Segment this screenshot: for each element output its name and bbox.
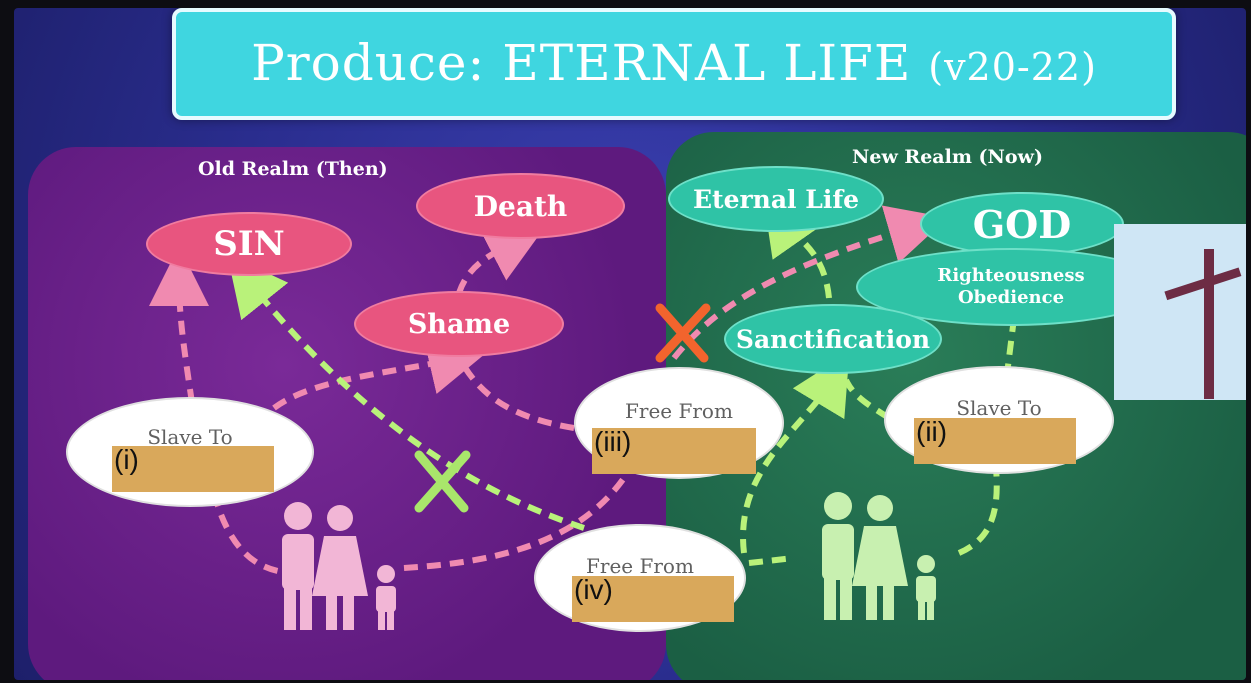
node-death-label: Death	[473, 189, 568, 223]
node-eternal-life: Eternal Life	[668, 166, 884, 232]
node-eternal-life-label: Eternal Life	[693, 184, 859, 214]
arrow-shame-to-death	[456, 226, 546, 295]
arrow-family-to-slave-right	[957, 467, 1000, 556]
blank-ii-label: (ii)	[916, 416, 948, 447]
cross-image	[1114, 224, 1246, 400]
blank-iii: (iii)	[592, 426, 756, 474]
arrow-slave-to-righteous	[1001, 317, 1017, 399]
title-ref: (v20-22)	[928, 45, 1097, 89]
bubble-slave-right-text: Slave To	[956, 396, 1042, 420]
node-shame-label: Shame	[407, 308, 511, 340]
node-sanctification-label: Sanctification	[735, 324, 931, 354]
blank-iv: (iv)	[572, 574, 734, 622]
slide: Produce: ETERNAL LIFE (v20-22) Old Realm…	[14, 8, 1246, 680]
x-mark-green	[414, 450, 471, 513]
blank-i-label: (i)	[114, 444, 139, 475]
node-shame: Shame	[354, 291, 564, 357]
arrow-free-bottom-link	[748, 555, 795, 566]
arrow-family-to-sanctification	[740, 352, 850, 554]
node-sin: SIN	[146, 212, 352, 276]
arrow-slave-to-sanct	[843, 378, 891, 421]
new-realm-label: New Realm (Now)	[852, 146, 1043, 168]
family-icon-new	[822, 492, 936, 620]
arrow-free-to-sin	[227, 254, 585, 531]
blank-iv-label: (iv)	[574, 574, 613, 605]
x-mark-orange	[655, 303, 711, 363]
title-text: Produce: ETERNAL LIFE (v20-22)	[176, 34, 1172, 92]
blank-iii-label: (iii)	[594, 426, 632, 457]
arrow-slave-to-sin	[149, 246, 210, 404]
arrow-sanct-to-eternal	[762, 193, 832, 299]
old-realm-label: Old Realm (Then)	[198, 158, 388, 180]
arrow-family-to-freemid	[403, 476, 627, 571]
bubble-free-bottom-text: Free From	[586, 554, 694, 578]
arrows-layer	[149, 193, 1017, 576]
title-banner: Produce: ETERNAL LIFE (v20-22)	[172, 8, 1176, 120]
node-righteousness-line1: Righteousness	[937, 265, 1085, 286]
bubble-free-mid-text: Free From	[625, 399, 733, 423]
node-sanctification: Sanctification	[724, 304, 942, 374]
cross-icon	[1114, 224, 1246, 400]
node-sin-label: SIN	[213, 224, 285, 264]
node-god: GOD	[920, 192, 1124, 256]
blank-i: (i)	[112, 444, 274, 492]
arrow-slave-to-shame	[272, 335, 489, 411]
node-god-label: GOD	[972, 201, 1072, 247]
title-main: Produce: ETERNAL LIFE	[251, 34, 912, 92]
family-icon-old	[282, 502, 396, 630]
node-righteousness-line2: Obedience	[957, 287, 1065, 308]
bubble-slave-left-text: Slave To	[147, 425, 233, 449]
node-death: Death	[416, 173, 625, 239]
blank-ii: (ii)	[914, 416, 1076, 464]
arrow-free-to-shame	[461, 364, 575, 431]
